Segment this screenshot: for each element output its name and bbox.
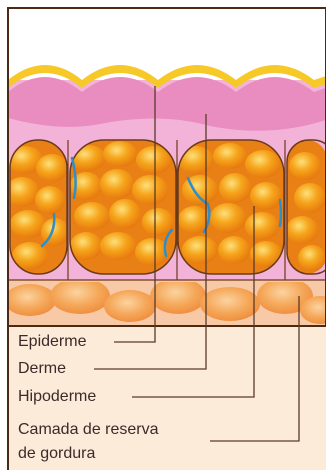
hypodermis-layer (5, 140, 326, 282)
fat-reserve-layer (4, 278, 326, 326)
label-camada-line2: de gordura (18, 445, 95, 463)
label-camada-line1: Camada de reserva (18, 421, 159, 439)
blood-vessel (280, 200, 281, 226)
label-hipoderme: Hipoderme (18, 388, 96, 406)
outside-air (8, 8, 326, 68)
label-derme: Derme (18, 360, 66, 378)
label-epiderme: Epiderme (18, 333, 86, 351)
